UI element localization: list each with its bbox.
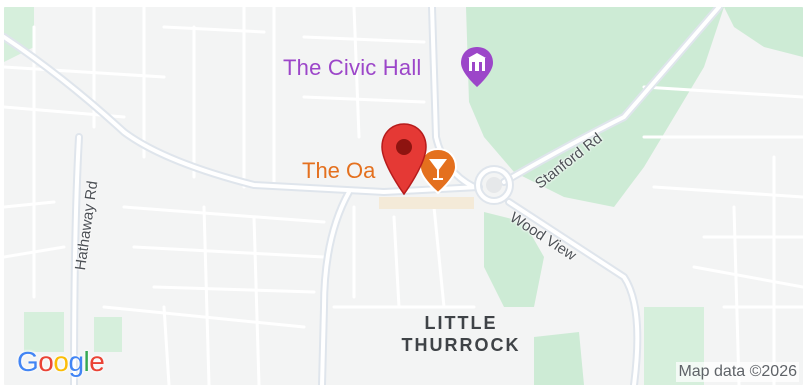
area-label-little-thurrock: LITTLE THURROCK [386,312,536,356]
park-area [534,332,584,385]
logo-letter: e [89,346,105,377]
poi-label-civic-hall[interactable]: The Civic Hall [283,55,422,80]
park-area [724,7,803,57]
google-logo[interactable]: Google [17,346,105,378]
area-label-line1: LITTLE [424,313,498,333]
park-area [94,317,122,352]
area-label-line2: THURROCK [401,335,521,355]
logo-letter: o [38,346,54,377]
poi-label-the-oak[interactable]: The Oa [302,158,376,183]
park-area [484,212,544,307]
logo-letter: G [17,346,39,377]
map-attribution[interactable]: Map data ©2026 [676,362,799,382]
logo-letter: o [53,346,69,377]
logo-letter: g [68,346,84,377]
map-canvas[interactable]: The Civic Hall The Oa Stanford Rd Hathaw… [4,7,803,385]
park-area [466,7,724,207]
map-pin-icon[interactable] [379,122,429,197]
park-area [24,312,64,352]
landmark-icon[interactable] [459,45,495,89]
map-base-layer [4,7,803,385]
logo-letter: l [83,346,90,377]
